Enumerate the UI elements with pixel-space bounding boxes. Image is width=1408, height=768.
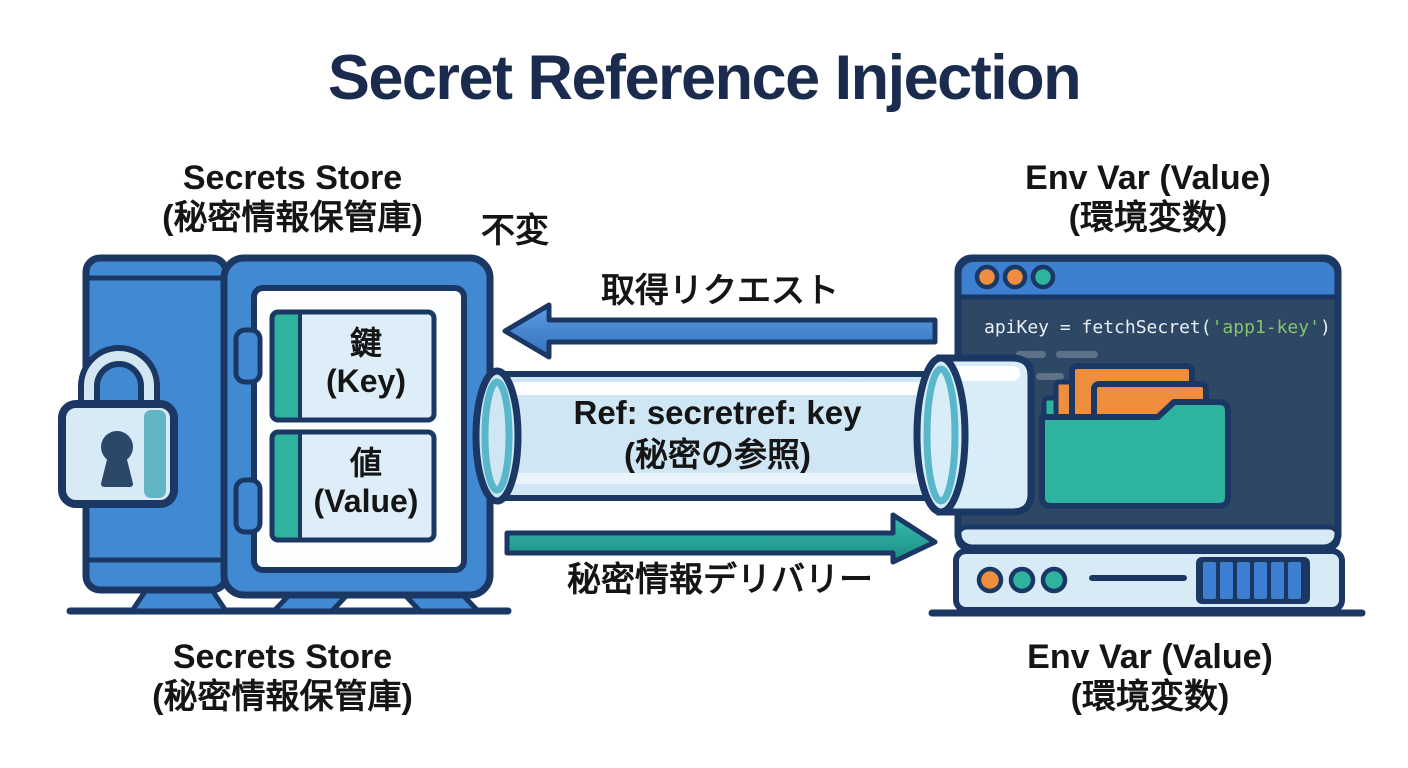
envvar-label-bottom-en: Env Var (Value) <box>1027 638 1273 676</box>
fetch-arrow-icon <box>502 302 938 360</box>
envvar-label-top-ja: (環境変数) <box>1068 199 1228 238</box>
server-vent-icon <box>1196 557 1310 604</box>
terminal-code-line: apiKey = fetchSecret('app1-key') <box>984 317 1331 338</box>
fetch-request-label: 取得リクエスト <box>601 272 839 310</box>
value-card-strip <box>272 432 300 540</box>
code-placeholder-dashes <box>1016 351 1098 380</box>
window-dot-orange <box>974 264 1000 290</box>
code-prefix: apiKey = fetchSecret( <box>984 317 1212 338</box>
pipe-label-en: Ref: secretref: key <box>573 394 862 431</box>
window-dot-orange <box>1002 264 1028 290</box>
vault-label-bottom-ja: (秘密情報保管庫) <box>152 678 413 717</box>
folder-front <box>1039 399 1231 509</box>
key-card-border <box>269 309 437 423</box>
server-unit <box>953 548 1345 613</box>
vault-label-bottom-en: Secrets Store <box>172 638 393 676</box>
value-card-label-en: (Value) <box>313 483 419 520</box>
padlock-body-shade <box>144 410 166 498</box>
padlock-shackle <box>84 351 154 410</box>
vault-label-top-en: Secrets Store <box>182 159 403 197</box>
code-secret-ref: 'app1-key' <box>1211 317 1320 338</box>
key-card-label-ja: 鍵 <box>349 325 382 361</box>
envvar-label-bottom: Env Var (Value) (環境変数) <box>945 637 1355 717</box>
terminal-titlebar <box>961 262 1335 296</box>
value-card <box>269 429 437 543</box>
server-led-icon <box>1040 566 1068 594</box>
pipe-glint <box>795 386 831 395</box>
window-controls-icon <box>974 264 1056 290</box>
vault-hinge <box>233 477 263 535</box>
folder-icon <box>1039 363 1231 509</box>
coupling-highlight <box>948 366 1020 381</box>
value-card-label-ja: 値 <box>349 445 382 481</box>
window-dot-teal <box>1030 264 1056 290</box>
vault-label-top: Secrets Store (秘密情報保管庫) <box>100 158 485 238</box>
padlock-body-border <box>58 400 178 508</box>
envvar-label-top: Env Var (Value) (環境変数) <box>948 158 1348 238</box>
server-led-icon <box>976 566 1004 594</box>
value-card-label: 値 (Value) <box>298 444 434 521</box>
vault-label-bottom: Secrets Store (秘密情報保管庫) <box>80 637 485 717</box>
value-card-bg <box>272 432 434 540</box>
keyhole-slot <box>101 453 133 487</box>
vault-hinge <box>233 327 263 385</box>
value-card-border <box>269 429 437 543</box>
page-title: Secret Reference Injection <box>327 43 1082 113</box>
padlock-icon <box>58 345 178 508</box>
envvar-label-top-en: Env Var (Value) <box>1025 159 1271 197</box>
pipe-icon <box>472 354 1035 516</box>
immutable-label: 不変 <box>481 212 549 250</box>
pipe-coupling-ring <box>923 365 959 505</box>
key-card-label: 鍵 (Key) <box>298 324 434 401</box>
delivery-arrow-icon <box>504 512 938 565</box>
server-led-icon <box>1008 566 1036 594</box>
delivery-label: 秘密情報デリバリー <box>567 561 873 599</box>
pipe-lowlight <box>506 473 934 484</box>
key-card <box>269 309 437 423</box>
pipe-glint <box>845 383 867 392</box>
vault-label-top-ja: (秘密情報保管庫) <box>162 199 423 238</box>
envvar-label-bottom-ja: (環境変数) <box>1070 678 1230 717</box>
code-suffix: ) <box>1319 317 1331 338</box>
key-card-bg <box>272 312 434 420</box>
pipe-label: Ref: secretref: key (秘密の参照) <box>495 392 940 475</box>
key-card-strip <box>272 312 300 420</box>
pipe-left-cap-ring <box>481 378 513 494</box>
key-card-label-en: (Key) <box>325 363 406 400</box>
pipe-label-ja: (秘密の参照) <box>624 435 811 473</box>
